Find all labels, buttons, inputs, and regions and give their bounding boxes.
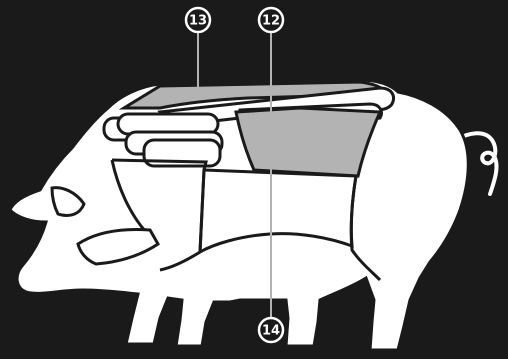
cut-13-region <box>118 80 391 110</box>
pig-tail <box>453 131 499 196</box>
callout-14-label: 14 <box>262 324 280 339</box>
pig-ear <box>50 186 86 218</box>
shoulder-bar-4 <box>142 138 222 168</box>
ham-division <box>349 175 382 282</box>
dot-12 <box>268 137 274 143</box>
cut-12-region <box>234 106 383 178</box>
callout-14: 14 <box>257 316 285 344</box>
dot-14 <box>268 157 274 163</box>
callout-13-badge <box>184 6 212 34</box>
callout-12: 12 <box>257 6 285 34</box>
callout-13-label: 13 <box>189 14 207 29</box>
callout-13: 13 <box>184 6 212 34</box>
jowl-cut <box>76 228 160 266</box>
shoulder-division <box>111 158 208 272</box>
front-leg-division <box>110 159 148 233</box>
callout-12-label: 12 <box>262 14 280 29</box>
callout-12-badge <box>257 6 285 34</box>
callout-14-badge <box>257 316 285 344</box>
dot-13 <box>195 89 201 95</box>
